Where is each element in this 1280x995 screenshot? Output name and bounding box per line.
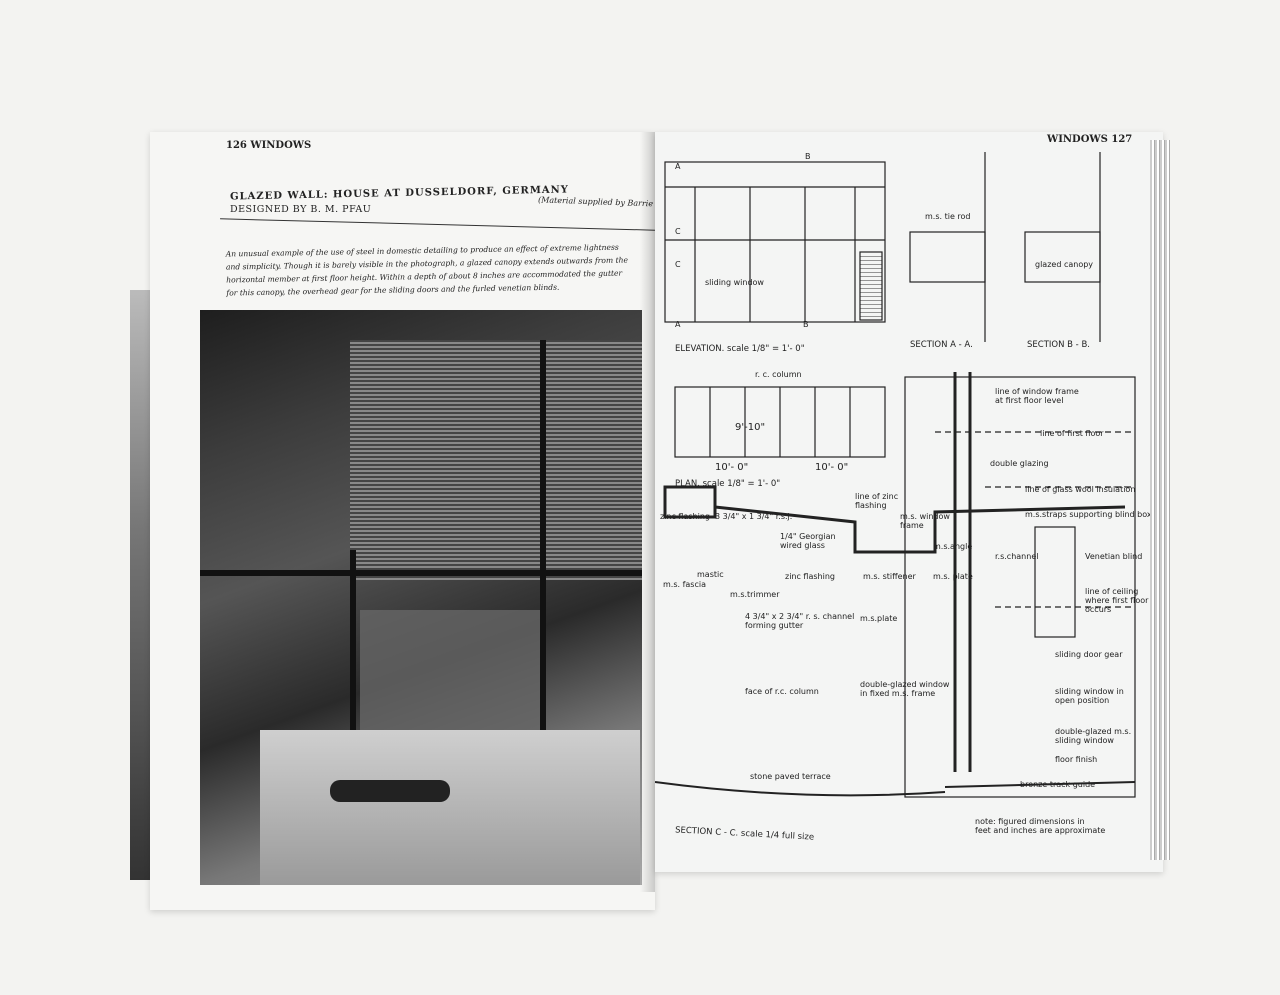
label-georgian-glass: 1/4" Georgian xyxy=(780,532,836,541)
label-rs-channel: r.s.channel xyxy=(995,552,1039,561)
label-ceiling: line of ceiling xyxy=(1085,587,1139,596)
technical-drawings xyxy=(655,152,1136,798)
label-window-frame: line of window frame xyxy=(995,387,1079,396)
label-zinc-line: line of zinc xyxy=(855,492,899,501)
elevation-outline xyxy=(664,161,886,323)
label-a: A xyxy=(675,162,681,171)
designer-credit: DESIGNED BY B. M. PFAU xyxy=(230,204,372,215)
label-bronze-guide: bronze track guide xyxy=(1020,780,1096,789)
caption-plan: PLAN. scale 1/8" = 1'- 0" xyxy=(675,479,781,489)
label-fixed-window: in fixed m.s. frame xyxy=(860,689,936,698)
label-glazed-canopy: glazed canopy xyxy=(1035,260,1094,269)
label-b: B xyxy=(805,152,811,161)
label-ms-plate: m.s. plate xyxy=(933,572,973,581)
label-ms-window-frame: m.s. window xyxy=(900,512,950,521)
caption-section-bb: SECTION B - B. xyxy=(1027,340,1090,350)
label-sliding-window: sliding window xyxy=(705,278,764,287)
label-channel-gutter: 4 3/4" x 2 3/4" r. s. channel xyxy=(745,612,855,621)
label-zinc-line: flashing xyxy=(855,501,887,510)
title-rule xyxy=(220,218,655,231)
label-zinc-flashing: zinc flashing xyxy=(660,512,710,521)
label-dg-sliding: sliding window xyxy=(1055,736,1114,745)
label-b: B xyxy=(803,320,809,329)
label-rsj: 3 3/4" x 1 3/4" r.s.j. xyxy=(715,512,793,521)
label-dg-sliding: double-glazed m.s. xyxy=(1055,727,1132,736)
label-tie-rod: m.s. tie rod xyxy=(925,212,971,221)
label-ms-plate: m.s.plate xyxy=(860,614,898,623)
label-terrace: stone paved terrace xyxy=(750,772,831,781)
running-head-left: 126 WINDOWS xyxy=(226,140,312,151)
right-page: WINDOWS 127 A B A B C C sliding window xyxy=(655,132,1163,872)
dimension-width: 10'- 0" xyxy=(715,462,749,473)
page-edges-right xyxy=(1150,140,1170,860)
label-ms-angle: m.s.angle xyxy=(933,542,973,551)
book-gutter xyxy=(640,132,655,892)
label-ceiling: occurs xyxy=(1085,605,1112,614)
label-venetian-blind: Venetian blind xyxy=(1085,552,1143,561)
label-ms-stiffener: m.s. stiffener xyxy=(863,572,916,581)
label-face-column: face of r.c. column xyxy=(745,687,819,696)
section-cc-frame xyxy=(904,376,1136,798)
intro-paragraph: An unusual example of the use of steel i… xyxy=(226,240,629,299)
article-title: GLAZED WALL: HOUSE AT DUSSELDORF, GERMAN… xyxy=(229,184,570,203)
label-glass-wool: line of glass wool insulation xyxy=(1025,485,1136,494)
label-sliding-open: open position xyxy=(1055,696,1110,705)
label-rc-column: r. c. column xyxy=(755,370,802,379)
label-window-frame: at first floor level xyxy=(995,396,1064,405)
label-ms-trimmer: m.s.trimmer xyxy=(730,590,780,599)
label-mastic: mastic xyxy=(697,570,724,579)
label-zinc-flashing: zinc flashing xyxy=(785,572,835,581)
caption-elevation: ELEVATION. scale 1/8" = 1'- 0" xyxy=(675,344,805,354)
label-ms-fascia: m.s. fascia xyxy=(663,580,706,589)
label-channel-gutter: forming gutter xyxy=(745,621,804,630)
running-head-right: WINDOWS 127 xyxy=(1047,134,1133,145)
label-first-floor: line of first floor xyxy=(1040,429,1104,438)
label-c: C xyxy=(675,260,681,269)
dimension-width: 10'- 0" xyxy=(815,462,849,473)
dimension-height: 9'-10" xyxy=(735,422,766,433)
label-fixed-window: double-glazed window xyxy=(860,680,950,689)
label-ceiling: where first floor xyxy=(1085,596,1149,605)
label-double-glazing: double glazing xyxy=(990,459,1049,468)
house-photograph xyxy=(200,310,642,885)
drawing-note: feet and inches are approximate xyxy=(975,826,1106,835)
venetian-blinds xyxy=(350,340,642,580)
caption-section-aa: SECTION A - A. xyxy=(910,340,973,350)
label-ms-window-frame: frame xyxy=(900,521,924,530)
label-straps: m.s.straps supporting blind box xyxy=(1025,510,1152,519)
label-sliding-open: sliding window in xyxy=(1055,687,1124,696)
label-georgian-glass: wired glass xyxy=(780,541,825,550)
drawing-note: note: figured dimensions in xyxy=(975,817,1085,826)
label-c: C xyxy=(675,227,681,236)
label-floor-finish: floor finish xyxy=(1055,755,1098,764)
label-a: A xyxy=(675,320,681,329)
label-sliding-door-gear: sliding door gear xyxy=(1055,650,1123,659)
